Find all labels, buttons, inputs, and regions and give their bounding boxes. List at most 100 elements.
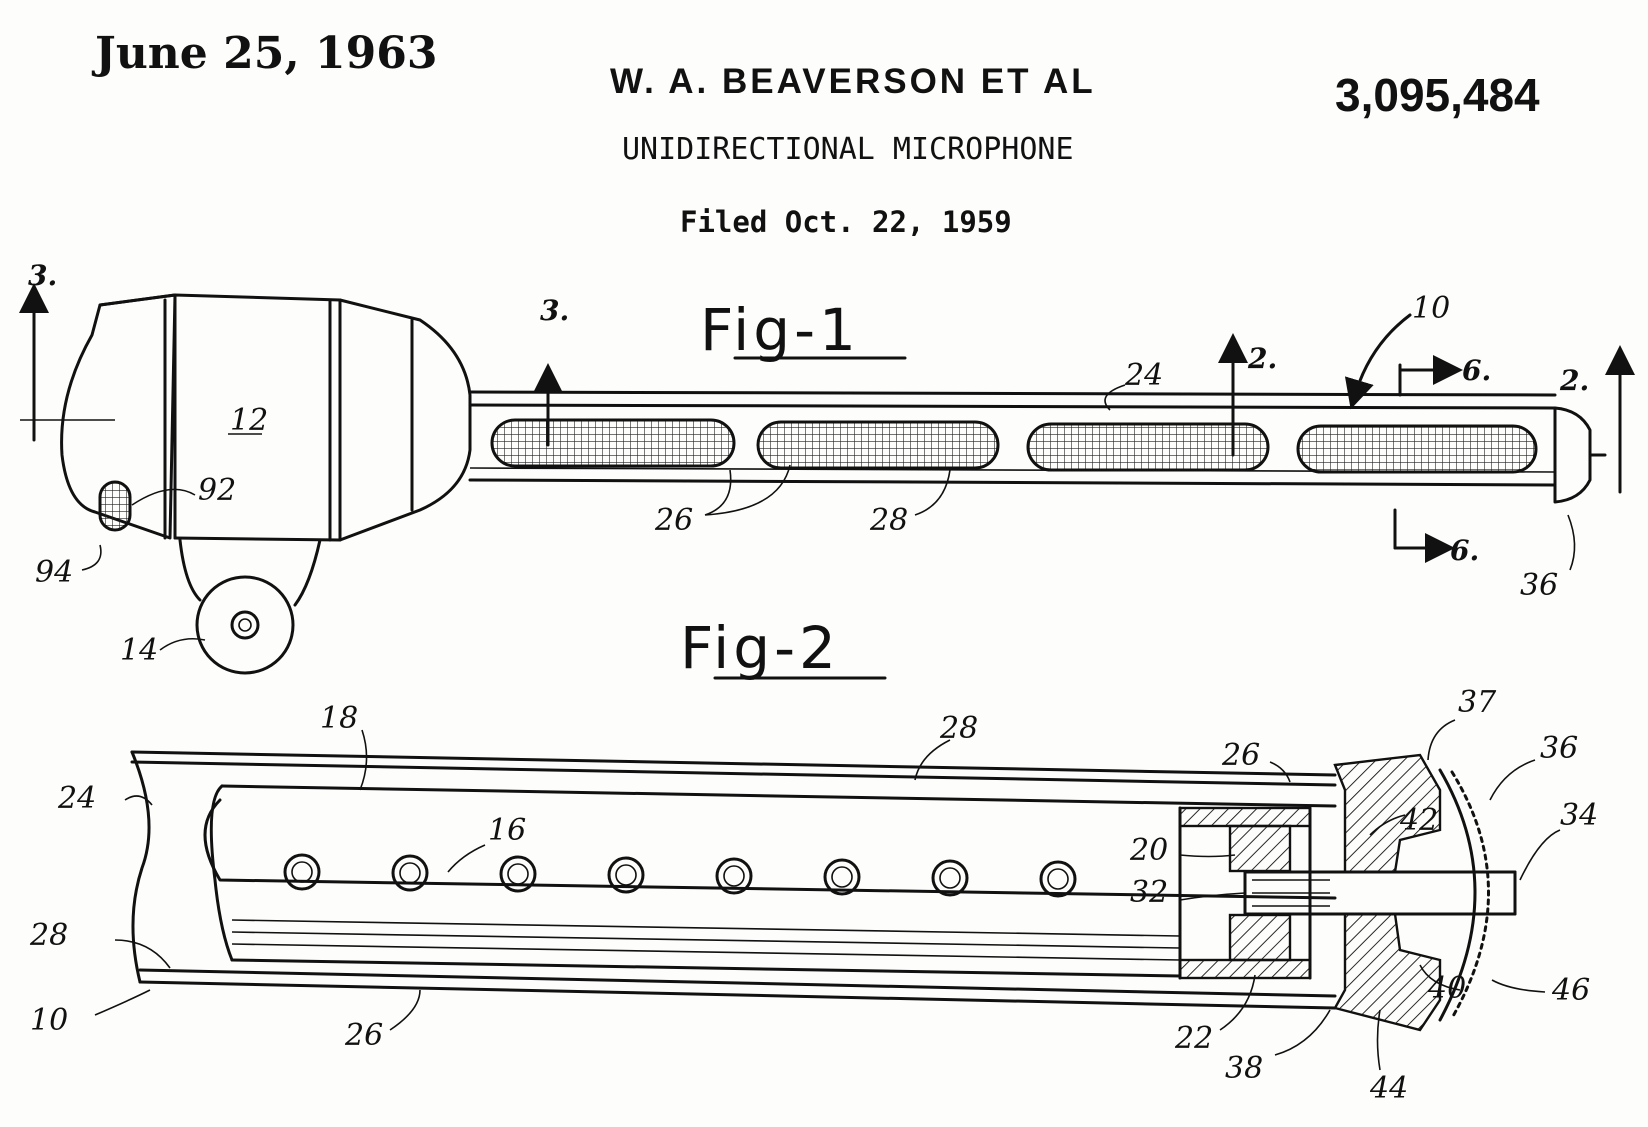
- port-hole-8: [1039, 860, 1077, 898]
- tube-bottom-edge: [468, 478, 1557, 487]
- ref-28: 28: [869, 503, 908, 538]
- ref-14: 14: [120, 633, 158, 668]
- outer-tube-top-inner: [130, 760, 1337, 787]
- leader-36: [1567, 514, 1576, 571]
- leader-26-bottom: [389, 989, 421, 1031]
- inner-tube-shade-2: [231, 931, 1181, 949]
- tube-slot-1: [490, 418, 736, 468]
- ref-20: 20: [1129, 833, 1168, 868]
- port-hole-1-inner: [291, 861, 313, 883]
- tube-top-inner: [468, 403, 1557, 410]
- port-hole-7: [931, 859, 969, 897]
- inner-tube-shade-3: [231, 943, 1181, 961]
- inner-tube-upper-edge: [220, 784, 1337, 808]
- leader-94: [81, 544, 102, 571]
- end-cap-36: [1553, 406, 1592, 504]
- ref-94: 94: [35, 555, 73, 590]
- leader-40: [1419, 964, 1461, 991]
- leader-16: [447, 844, 486, 873]
- leader-36-fig2: [1489, 759, 1536, 801]
- leader-34: [1519, 829, 1561, 881]
- ref-12: 12: [230, 403, 268, 438]
- leader-28: [914, 469, 951, 516]
- ref-34: 34: [1560, 798, 1598, 833]
- port-hole-4: [607, 856, 645, 894]
- leader-28-top: [914, 739, 951, 781]
- ref-28-left: 28: [29, 918, 68, 953]
- ref-28-top: 28: [939, 711, 978, 746]
- ref-36-fig2: 36: [1540, 731, 1578, 766]
- ref-24: 24: [1124, 358, 1163, 393]
- ref-16: 16: [488, 813, 526, 848]
- leader-22: [1219, 974, 1256, 1031]
- outer-tube-top: [130, 750, 1337, 777]
- leader-38: [1274, 1009, 1331, 1056]
- ref-36: 36: [1520, 568, 1558, 603]
- fig-1-label: Fig-1: [700, 296, 860, 364]
- filing-date: Filed Oct. 22, 1959: [680, 205, 1012, 239]
- tube-cut-edge: [130, 750, 151, 984]
- plug-bottom-wall: [1178, 958, 1312, 980]
- leader-92: [131, 488, 196, 506]
- end-cap-upper: [1333, 753, 1442, 874]
- port-hole-6: [823, 858, 861, 896]
- ref-22: 22: [1174, 1021, 1213, 1056]
- inner-tube-shade-1: [231, 919, 1181, 937]
- inner-tube-cut-edge: [209, 784, 234, 962]
- port-hole-7-inner: [939, 867, 961, 889]
- patent-number: 3,095,484: [1335, 69, 1540, 121]
- mount-bracket: [178, 538, 322, 607]
- end-cap-screen-46: [1450, 770, 1490, 1020]
- ref-18: 18: [320, 701, 358, 736]
- tube-slot-4: [1296, 424, 1538, 474]
- outer-tube-bottom: [138, 980, 1337, 1010]
- tube-slot-3: [1026, 422, 1270, 472]
- leader-26-top: [1269, 761, 1291, 783]
- port-holes-16: [283, 853, 1077, 898]
- port-hole-1: [283, 853, 321, 891]
- port-hole-8-inner: [1047, 868, 1069, 890]
- end-cap-dome: [1438, 768, 1477, 1022]
- leader-42: [1369, 814, 1406, 836]
- ref-42: 42: [1399, 803, 1438, 838]
- leader-26: [704, 464, 791, 516]
- leader-10-arrow: [1344, 313, 1412, 410]
- ref-40: 40: [1427, 971, 1466, 1006]
- nut-20: [1228, 824, 1292, 873]
- leader-10-fig2: [94, 989, 151, 1016]
- ref-24-fig2: 24: [57, 781, 96, 816]
- port-hole-3-inner: [507, 863, 529, 885]
- port-hole-5-inner: [723, 865, 745, 887]
- head-front-cap: [60, 293, 177, 540]
- section-mark-6-top: 6.: [1462, 354, 1491, 387]
- screen-92: [98, 480, 132, 532]
- ref-37: 37: [1458, 685, 1497, 720]
- ref-26-bottom: 26: [344, 1018, 383, 1053]
- ref-26: 26: [654, 503, 693, 538]
- section-mark-2-mid: 2.: [1247, 342, 1277, 375]
- leader-24-fig2: [124, 795, 153, 806]
- mount-hole-inner: [238, 618, 252, 632]
- tube-slot-2: [756, 420, 1000, 470]
- section-mark-3-mid: 3.: [540, 294, 569, 327]
- ref-46: 46: [1551, 973, 1590, 1008]
- port-hole-3: [499, 855, 537, 893]
- outer-tube-bottom-inner: [138, 968, 1337, 998]
- leader-37: [1427, 719, 1456, 761]
- port-hole-2-inner: [399, 862, 421, 884]
- leader-28-left: [114, 939, 171, 969]
- mount-hole: [230, 610, 260, 640]
- leader-46: [1491, 979, 1546, 993]
- inventor-name: W. A. BEAVERSON ET AL: [610, 62, 1096, 101]
- leader-32: [1179, 892, 1246, 901]
- leader-14: [159, 637, 206, 651]
- ref-10: 10: [1412, 291, 1450, 326]
- ref-26-top: 26: [1221, 738, 1260, 773]
- end-cap-lower: [1333, 912, 1442, 1032]
- port-hole-6-inner: [831, 866, 853, 888]
- tube-top-edge: [468, 390, 1557, 397]
- port-hole-2: [391, 854, 429, 892]
- ref-10-fig2: 10: [30, 1003, 68, 1038]
